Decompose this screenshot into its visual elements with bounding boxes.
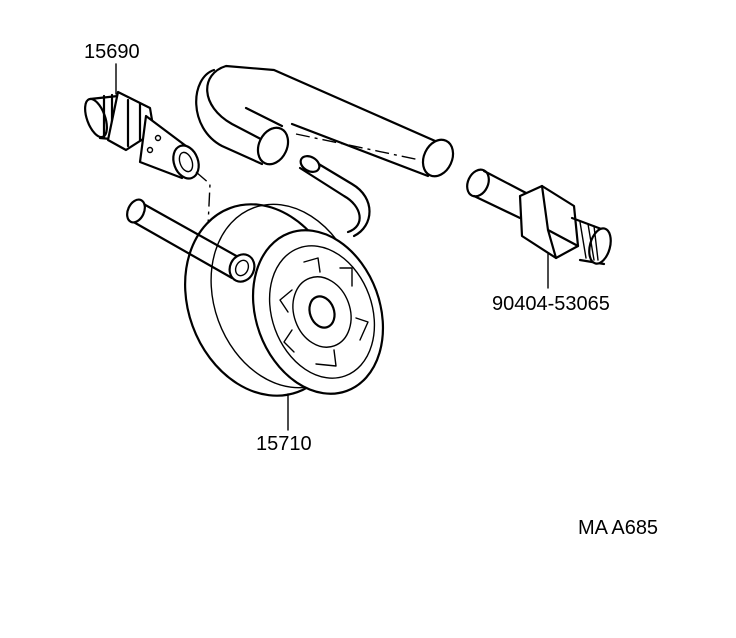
oil-hose <box>195 64 455 178</box>
relief-valve <box>84 90 211 227</box>
part-label-oil-cooler: 15710 <box>256 433 312 455</box>
figure-code: MA A685 <box>578 517 659 539</box>
union-bolt <box>466 168 612 266</box>
part-label-relief-valve: 15690 <box>84 41 140 63</box>
part-label-union-bolt: 90404-53065 <box>492 293 610 315</box>
oil-cooler <box>126 155 385 397</box>
